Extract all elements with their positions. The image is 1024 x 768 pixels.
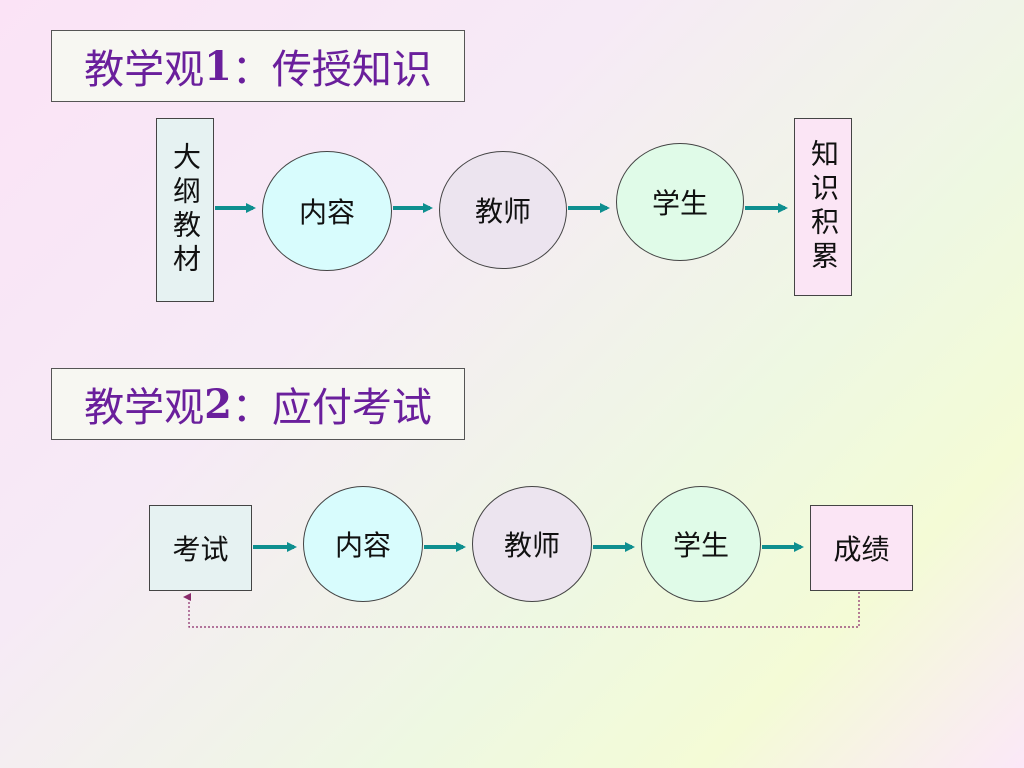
section2-title-prefix: 教学观	[84, 385, 205, 431]
score-box: 成绩	[810, 505, 913, 591]
section1-title-prefix: 教学观	[84, 47, 205, 93]
s2-node-content: 内容	[303, 486, 423, 602]
s1-node-student: 学生	[616, 143, 744, 261]
s2-node-student: 学生	[641, 486, 761, 602]
s2-node-content-label: 内容	[334, 529, 391, 562]
knowledge-box: 知识积累	[794, 118, 852, 296]
section1-title-suffix: ：传授知识	[231, 47, 432, 93]
section1-title-num: 1	[204, 42, 232, 90]
exam-box: 考试	[149, 505, 252, 591]
s2-node-teacher: 教师	[472, 486, 592, 602]
s1-node-teacher-label: 教师	[474, 195, 531, 228]
s2-node-student-label: 学生	[672, 529, 729, 562]
exam-label: 考试	[172, 533, 229, 566]
syllabus-label: 大纲教材	[169, 142, 202, 278]
s1-node-content-label: 内容	[298, 196, 355, 229]
s1-node-content: 内容	[262, 151, 392, 271]
section2-title-suffix: ：应付考试	[231, 385, 432, 431]
syllabus-box: 大纲教材	[156, 118, 214, 302]
s2-node-teacher-label: 教师	[503, 529, 560, 562]
section2-title-num: 2	[204, 380, 232, 428]
score-label: 成绩	[833, 533, 890, 566]
knowledge-label: 知识积累	[807, 139, 840, 275]
s1-node-student-label: 学生	[651, 187, 708, 220]
s1-node-teacher: 教师	[439, 151, 567, 269]
